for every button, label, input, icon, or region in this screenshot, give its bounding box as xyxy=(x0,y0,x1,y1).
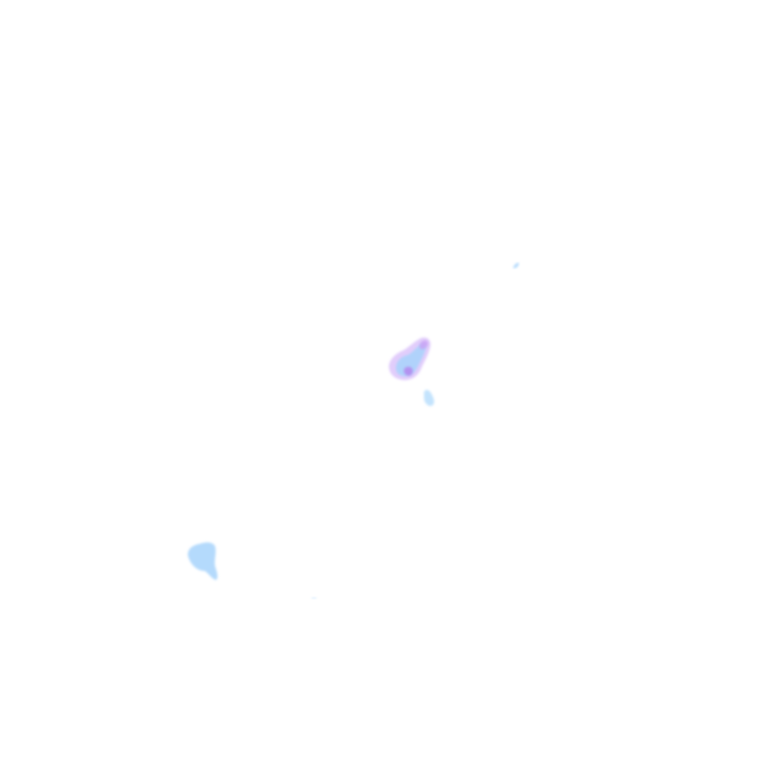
precip-cell-southwest xyxy=(187,542,218,580)
precip-speck-northeast xyxy=(513,262,519,269)
precip-cell-center-peak xyxy=(403,366,413,376)
precip-speck-south xyxy=(311,597,317,599)
precip-cell-south-of-center xyxy=(424,389,435,406)
precip-cell-center-core xyxy=(396,343,426,377)
precip-cell-center-ring xyxy=(419,340,428,350)
precip-cluster-center xyxy=(388,337,431,381)
